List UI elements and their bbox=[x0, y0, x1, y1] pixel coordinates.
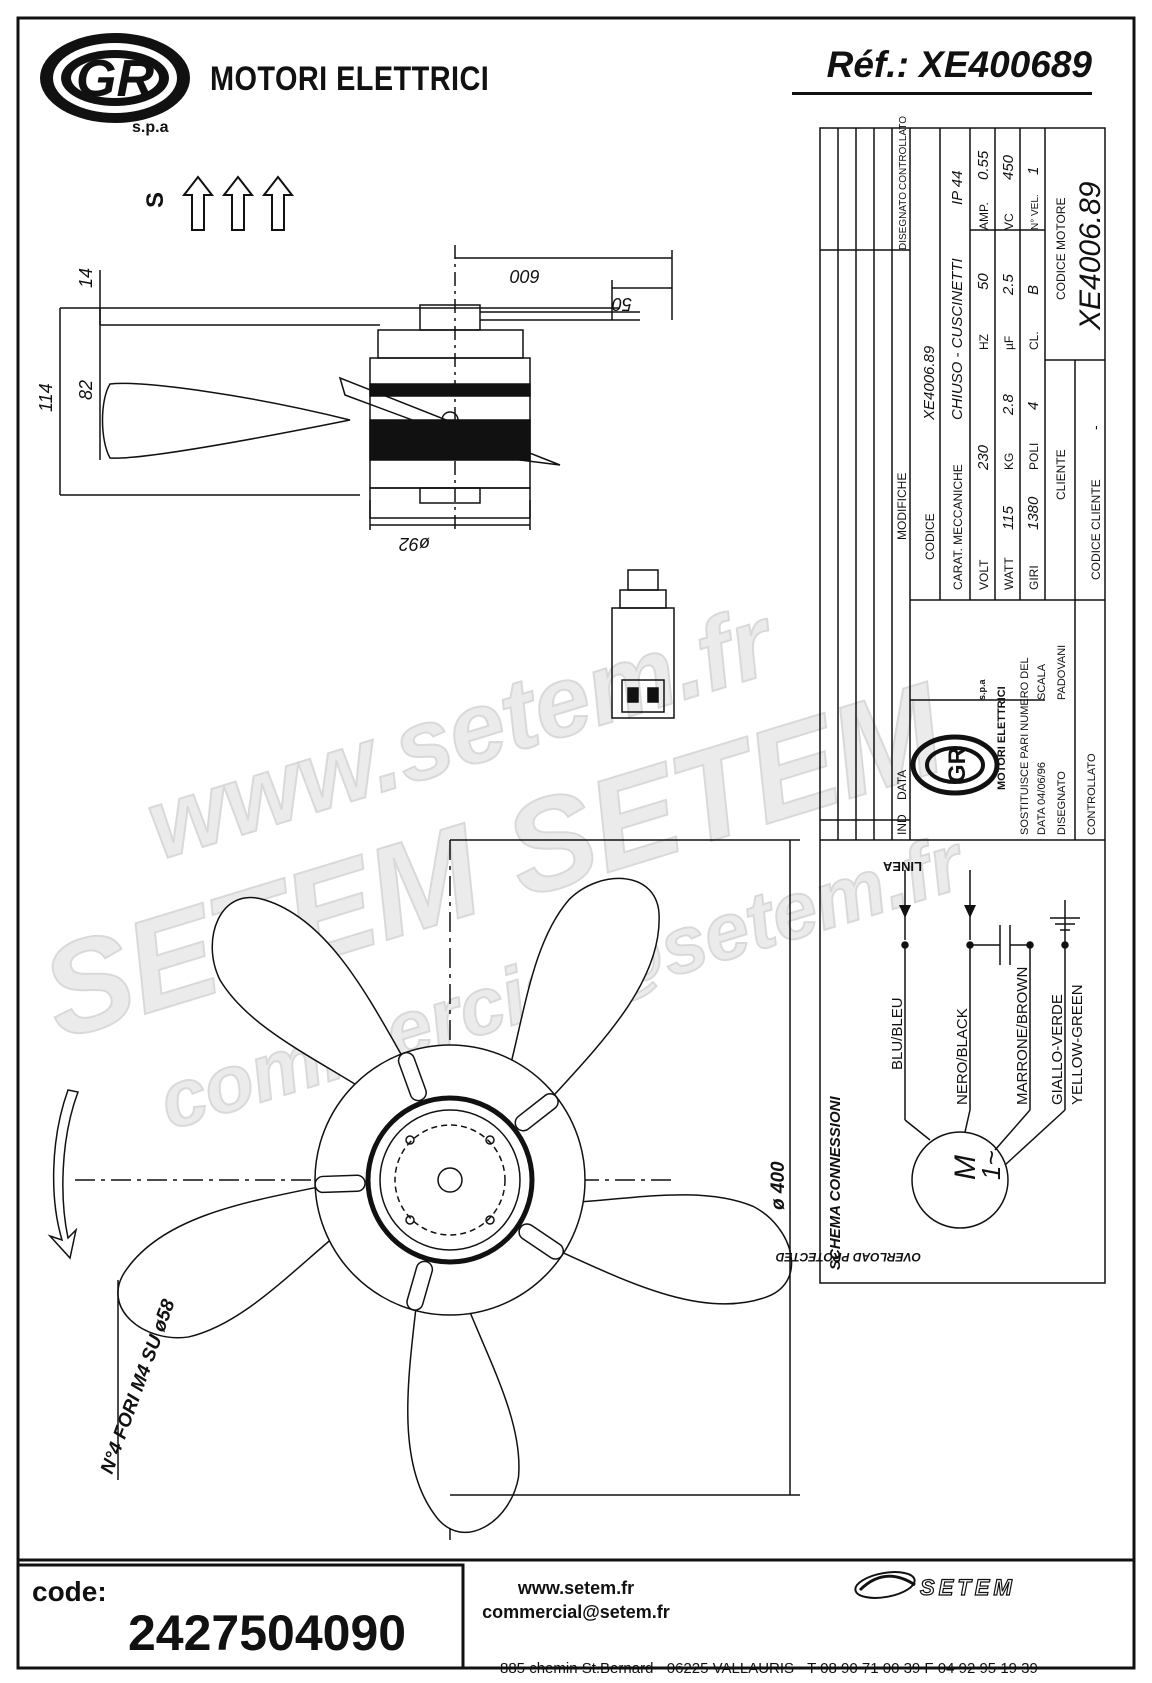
svg-text:LINEA: LINEA bbox=[882, 859, 922, 874]
svg-text:GR: GR bbox=[944, 747, 971, 783]
svg-text:CODICE MOTORE: CODICE MOTORE bbox=[1054, 198, 1068, 300]
svg-text:DISEGNATO: DISEGNATO bbox=[898, 192, 909, 250]
arrow-up-icon bbox=[221, 175, 255, 231]
website-link[interactable]: www.setem.fr bbox=[517, 1578, 635, 1598]
svg-text:2.5: 2.5 bbox=[1000, 273, 1017, 296]
email-link[interactable]: commercial@setem.fr bbox=[482, 1602, 670, 1622]
svg-text:S: S bbox=[142, 192, 169, 208]
setem-logo: SETEM bbox=[854, 1571, 1016, 1601]
svg-text:OVERLOAD PROTECTED: OVERLOAD PROTECTED bbox=[775, 1250, 921, 1264]
front-view-fan bbox=[47, 839, 810, 1550]
svg-text:NERO/BLACK: NERO/BLACK bbox=[954, 1008, 971, 1105]
svg-text:MOTORI ELETTRICI: MOTORI ELETTRICI bbox=[996, 686, 1008, 790]
brand-name: MOTORI ELETTRICI bbox=[210, 60, 490, 98]
side-view-dimensions: 114 82 14 600 50 ø92 bbox=[36, 266, 632, 554]
svg-text:450: 450 bbox=[1000, 154, 1017, 180]
svg-text:MODIFICHE: MODIFICHE bbox=[895, 473, 909, 540]
svg-text:115: 115 bbox=[1000, 505, 1017, 530]
svg-text:CONTROLLATO: CONTROLLATO bbox=[898, 116, 909, 190]
svg-text:CLIENTE: CLIENTE bbox=[1054, 449, 1068, 500]
svg-text:CONTROLLATO: CONTROLLATO bbox=[1086, 753, 1098, 835]
wiring-diagram bbox=[901, 870, 1080, 1229]
svg-text:POLI: POLI bbox=[1027, 443, 1041, 470]
svg-text:82: 82 bbox=[76, 380, 96, 400]
arrow-up-icon bbox=[181, 175, 215, 231]
arrow-down-icon bbox=[899, 905, 911, 918]
svg-text:N° VEL.: N° VEL. bbox=[1030, 194, 1041, 230]
svg-text:CL.: CL. bbox=[1027, 331, 1041, 350]
code-box bbox=[16, 1563, 465, 1670]
svg-text:1380: 1380 bbox=[1025, 496, 1042, 530]
code-value: 2427504090 bbox=[128, 1605, 407, 1661]
wiring-labels: SCHEMA CONNESSIONI LINEA BLU/BLEU NERO/B… bbox=[775, 859, 1086, 1270]
svg-text:HZ: HZ bbox=[977, 334, 991, 350]
title-block-text: IND DATA MODIFICHE DISEGNATO CONTROLLATO… bbox=[895, 116, 1107, 835]
svg-text:YELLOW-GREEN: YELLOW-GREEN bbox=[1069, 984, 1086, 1105]
svg-text:114: 114 bbox=[36, 383, 56, 412]
svg-text:DATA: DATA bbox=[895, 770, 909, 800]
svg-text:VOLT: VOLT bbox=[977, 559, 991, 590]
svg-text:230: 230 bbox=[975, 444, 992, 471]
svg-text:VC: VC bbox=[1002, 213, 1016, 230]
svg-text:B: B bbox=[1025, 285, 1042, 295]
svg-text:DISEGNATO: DISEGNATO bbox=[1056, 771, 1068, 835]
svg-text:MARRONE/BROWN: MARRONE/BROWN bbox=[1014, 967, 1031, 1105]
svg-text:14: 14 bbox=[76, 268, 96, 288]
svg-text:IND: IND bbox=[895, 814, 909, 835]
svg-text:2.8: 2.8 bbox=[1000, 393, 1017, 416]
drawing-frame bbox=[16, 16, 1136, 1670]
svg-text:1: 1 bbox=[1025, 167, 1042, 175]
svg-text:M: M bbox=[949, 1155, 982, 1180]
title-block bbox=[819, 127, 1106, 1284]
arrow-down-icon bbox=[964, 905, 976, 918]
svg-text:0.55: 0.55 bbox=[975, 150, 992, 180]
svg-text:SETEM: SETEM bbox=[920, 1575, 1016, 1600]
svg-text:XE4006.89: XE4006.89 bbox=[921, 345, 938, 421]
svg-text:SOSTITUISCE PARI NUMERO DEL: SOSTITUISCE PARI NUMERO DEL bbox=[1019, 657, 1031, 835]
svg-text:50: 50 bbox=[975, 273, 992, 290]
svg-text:GIALLO-VERDE: GIALLO-VERDE bbox=[1049, 994, 1066, 1105]
svg-text:BLU/BLEU: BLU/BLEU bbox=[889, 997, 906, 1070]
svg-text:1~: 1~ bbox=[976, 1150, 1006, 1180]
svg-text:s.p.a: s.p.a bbox=[132, 119, 169, 136]
svg-text:AMP.: AMP. bbox=[977, 202, 991, 230]
svg-text:ø 400: ø 400 bbox=[768, 1161, 789, 1210]
company-address: 885 chemin St.Bernard - 06225 VALLAURIS … bbox=[500, 1660, 1038, 1677]
svg-text:XE4006.89: XE4006.89 bbox=[1074, 181, 1107, 331]
code-label: code: bbox=[32, 1576, 107, 1607]
connector-detail bbox=[611, 569, 675, 719]
svg-text:4: 4 bbox=[1025, 402, 1042, 410]
gr-logo: GR s.p.a bbox=[40, 33, 190, 136]
svg-text:-: - bbox=[1087, 425, 1103, 430]
wiring-arrows bbox=[899, 905, 976, 918]
airflow-arrows: S bbox=[142, 175, 295, 231]
svg-text:KG: KG bbox=[1002, 453, 1016, 470]
title-block-logo: GR MOTORI ELETTRICI s.p.a bbox=[910, 678, 1008, 796]
side-view bbox=[59, 245, 673, 530]
svg-text:PADOVANI: PADOVANI bbox=[1056, 645, 1068, 700]
svg-text:IP 44: IP 44 bbox=[949, 171, 966, 205]
svg-text:600: 600 bbox=[510, 266, 540, 286]
svg-text:50: 50 bbox=[612, 294, 632, 314]
svg-text:SCHEMA CONNESSIONI: SCHEMA CONNESSIONI bbox=[827, 1096, 844, 1270]
svg-text:CARAT. MECCANICHE: CARAT. MECCANICHE bbox=[951, 464, 965, 590]
svg-text:CODICE CLIENTE: CODICE CLIENTE bbox=[1089, 479, 1103, 580]
reference-underline bbox=[792, 92, 1092, 95]
rotation-arrow-icon bbox=[47, 1089, 80, 1260]
arrow-up-icon bbox=[261, 175, 295, 231]
svg-text:µF: µF bbox=[1002, 336, 1016, 350]
reference-number: Réf.: XE400689 bbox=[826, 44, 1092, 85]
svg-text:WATT: WATT bbox=[1002, 557, 1016, 590]
svg-text:CHIUSO - CUSCINETTI: CHIUSO - CUSCINETTI bbox=[949, 258, 966, 420]
svg-text:ø92: ø92 bbox=[399, 534, 430, 554]
svg-text:CODICE: CODICE bbox=[923, 513, 937, 560]
svg-text:SCALA: SCALA bbox=[1036, 663, 1048, 700]
svg-text:GIRI: GIRI bbox=[1027, 565, 1041, 590]
svg-text:GR: GR bbox=[76, 50, 154, 108]
svg-text:DATA 04/06/96: DATA 04/06/96 bbox=[1036, 762, 1048, 835]
svg-text:s.p.a: s.p.a bbox=[977, 678, 987, 700]
